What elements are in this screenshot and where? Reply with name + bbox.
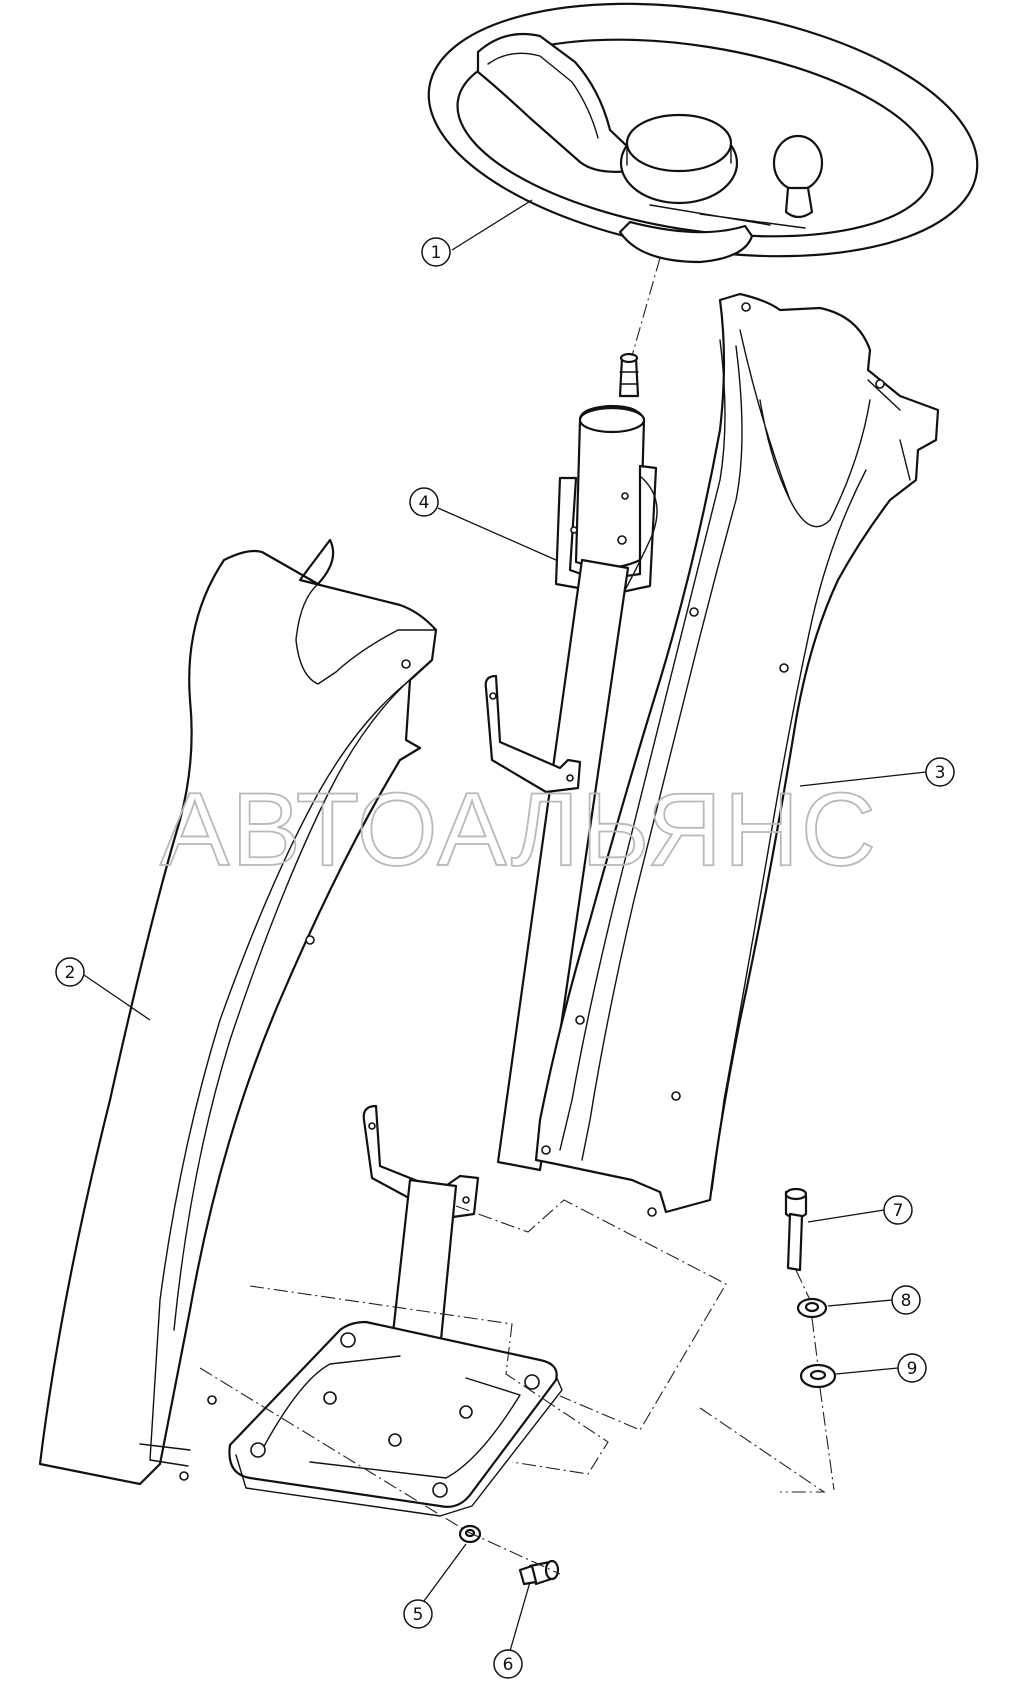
bolt-7 xyxy=(784,1187,808,1272)
svg-text:2: 2 xyxy=(65,963,76,983)
washer-8 xyxy=(796,1297,828,1319)
svg-text:9: 9 xyxy=(907,1359,918,1379)
svg-text:8: 8 xyxy=(901,1291,912,1311)
callout-8: 8 xyxy=(827,1285,921,1315)
callout-3: 3 xyxy=(799,757,955,787)
callout-5: 5 xyxy=(403,1543,467,1629)
watermark: АВТОАЛЬЯНС xyxy=(160,772,878,888)
assembly-axes xyxy=(199,257,835,1575)
washer-5 xyxy=(458,1524,482,1544)
steering-column xyxy=(228,352,658,1517)
callout-4: 4 xyxy=(409,487,557,561)
left-column-cover xyxy=(38,538,438,1486)
svg-text:6: 6 xyxy=(503,1655,514,1675)
callout-7: 7 xyxy=(807,1195,913,1225)
callout-9: 9 xyxy=(835,1353,927,1383)
washer-9 xyxy=(799,1363,837,1389)
svg-text:4: 4 xyxy=(419,493,430,513)
svg-text:3: 3 xyxy=(935,763,946,783)
svg-text:7: 7 xyxy=(893,1201,904,1221)
steering-wheel xyxy=(427,2,979,264)
screw-6 xyxy=(518,1559,560,1586)
callout-6: 6 xyxy=(493,1581,531,1679)
callout-1: 1 xyxy=(421,199,533,267)
svg-text:5: 5 xyxy=(413,1605,424,1625)
right-column-cover xyxy=(534,292,940,1217)
svg-text:1: 1 xyxy=(431,243,442,263)
callout-2: 2 xyxy=(55,957,151,1021)
